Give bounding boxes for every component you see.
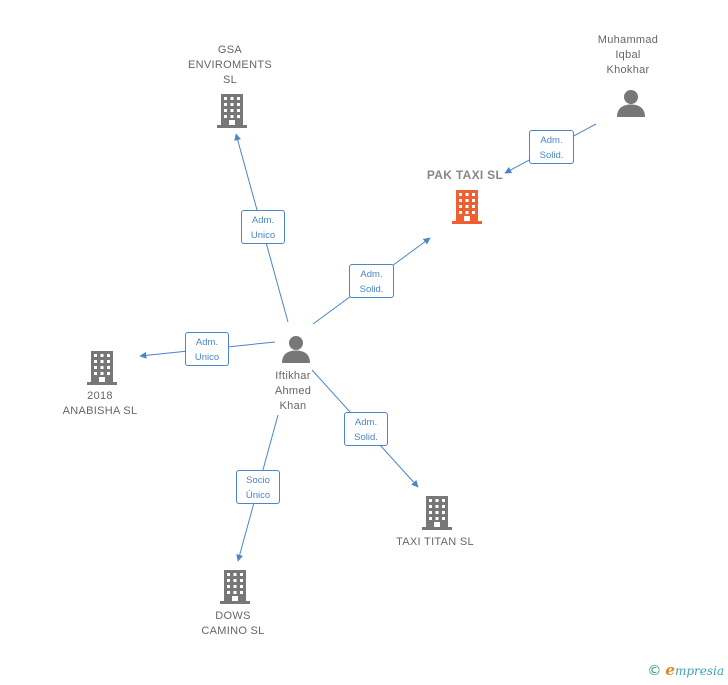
node-label-anabisha: 2018 ANABISHA SL [62,390,138,417]
copyright-icon: © [647,663,662,679]
edge-label-to-titan: Adm. Solid. [344,412,388,446]
empresia-logo: ©empresia [647,661,724,679]
edge-label-to-anabisha: Adm. Unico [185,332,229,366]
brand-text: mpresia [674,664,724,678]
building-icon [452,190,482,224]
node-label-muhammad: Muhammad Iqbal Khokhar [597,34,659,76]
edge-label-muhammad-to-pak: Adm. Solid. [529,130,574,164]
node-label-iftikhar: Iftikhar Ahmed Khan [274,370,312,412]
node-label-taxi-titan: TAXI TITAN SL [396,536,474,548]
building-icon [220,570,250,604]
node-label-dows: DOWS CAMINO SL [201,610,265,637]
person-icon [617,90,645,117]
node-label-pak-taxi: PAK TAXI SL [426,168,504,182]
building-icon [217,94,247,128]
brand-e: e [665,661,675,679]
node-label-gsa: GSA ENVIROMENTS SL [188,44,272,86]
edge-label-to-dows: Socio Único [236,470,280,504]
building-icon [422,496,452,530]
edge-label-to-gsa: Adm. Unico [241,210,285,244]
person-icon [282,336,310,363]
building-icon [87,351,117,385]
edge-label-iftikhar-to-pak: Adm. Solid. [349,264,394,298]
